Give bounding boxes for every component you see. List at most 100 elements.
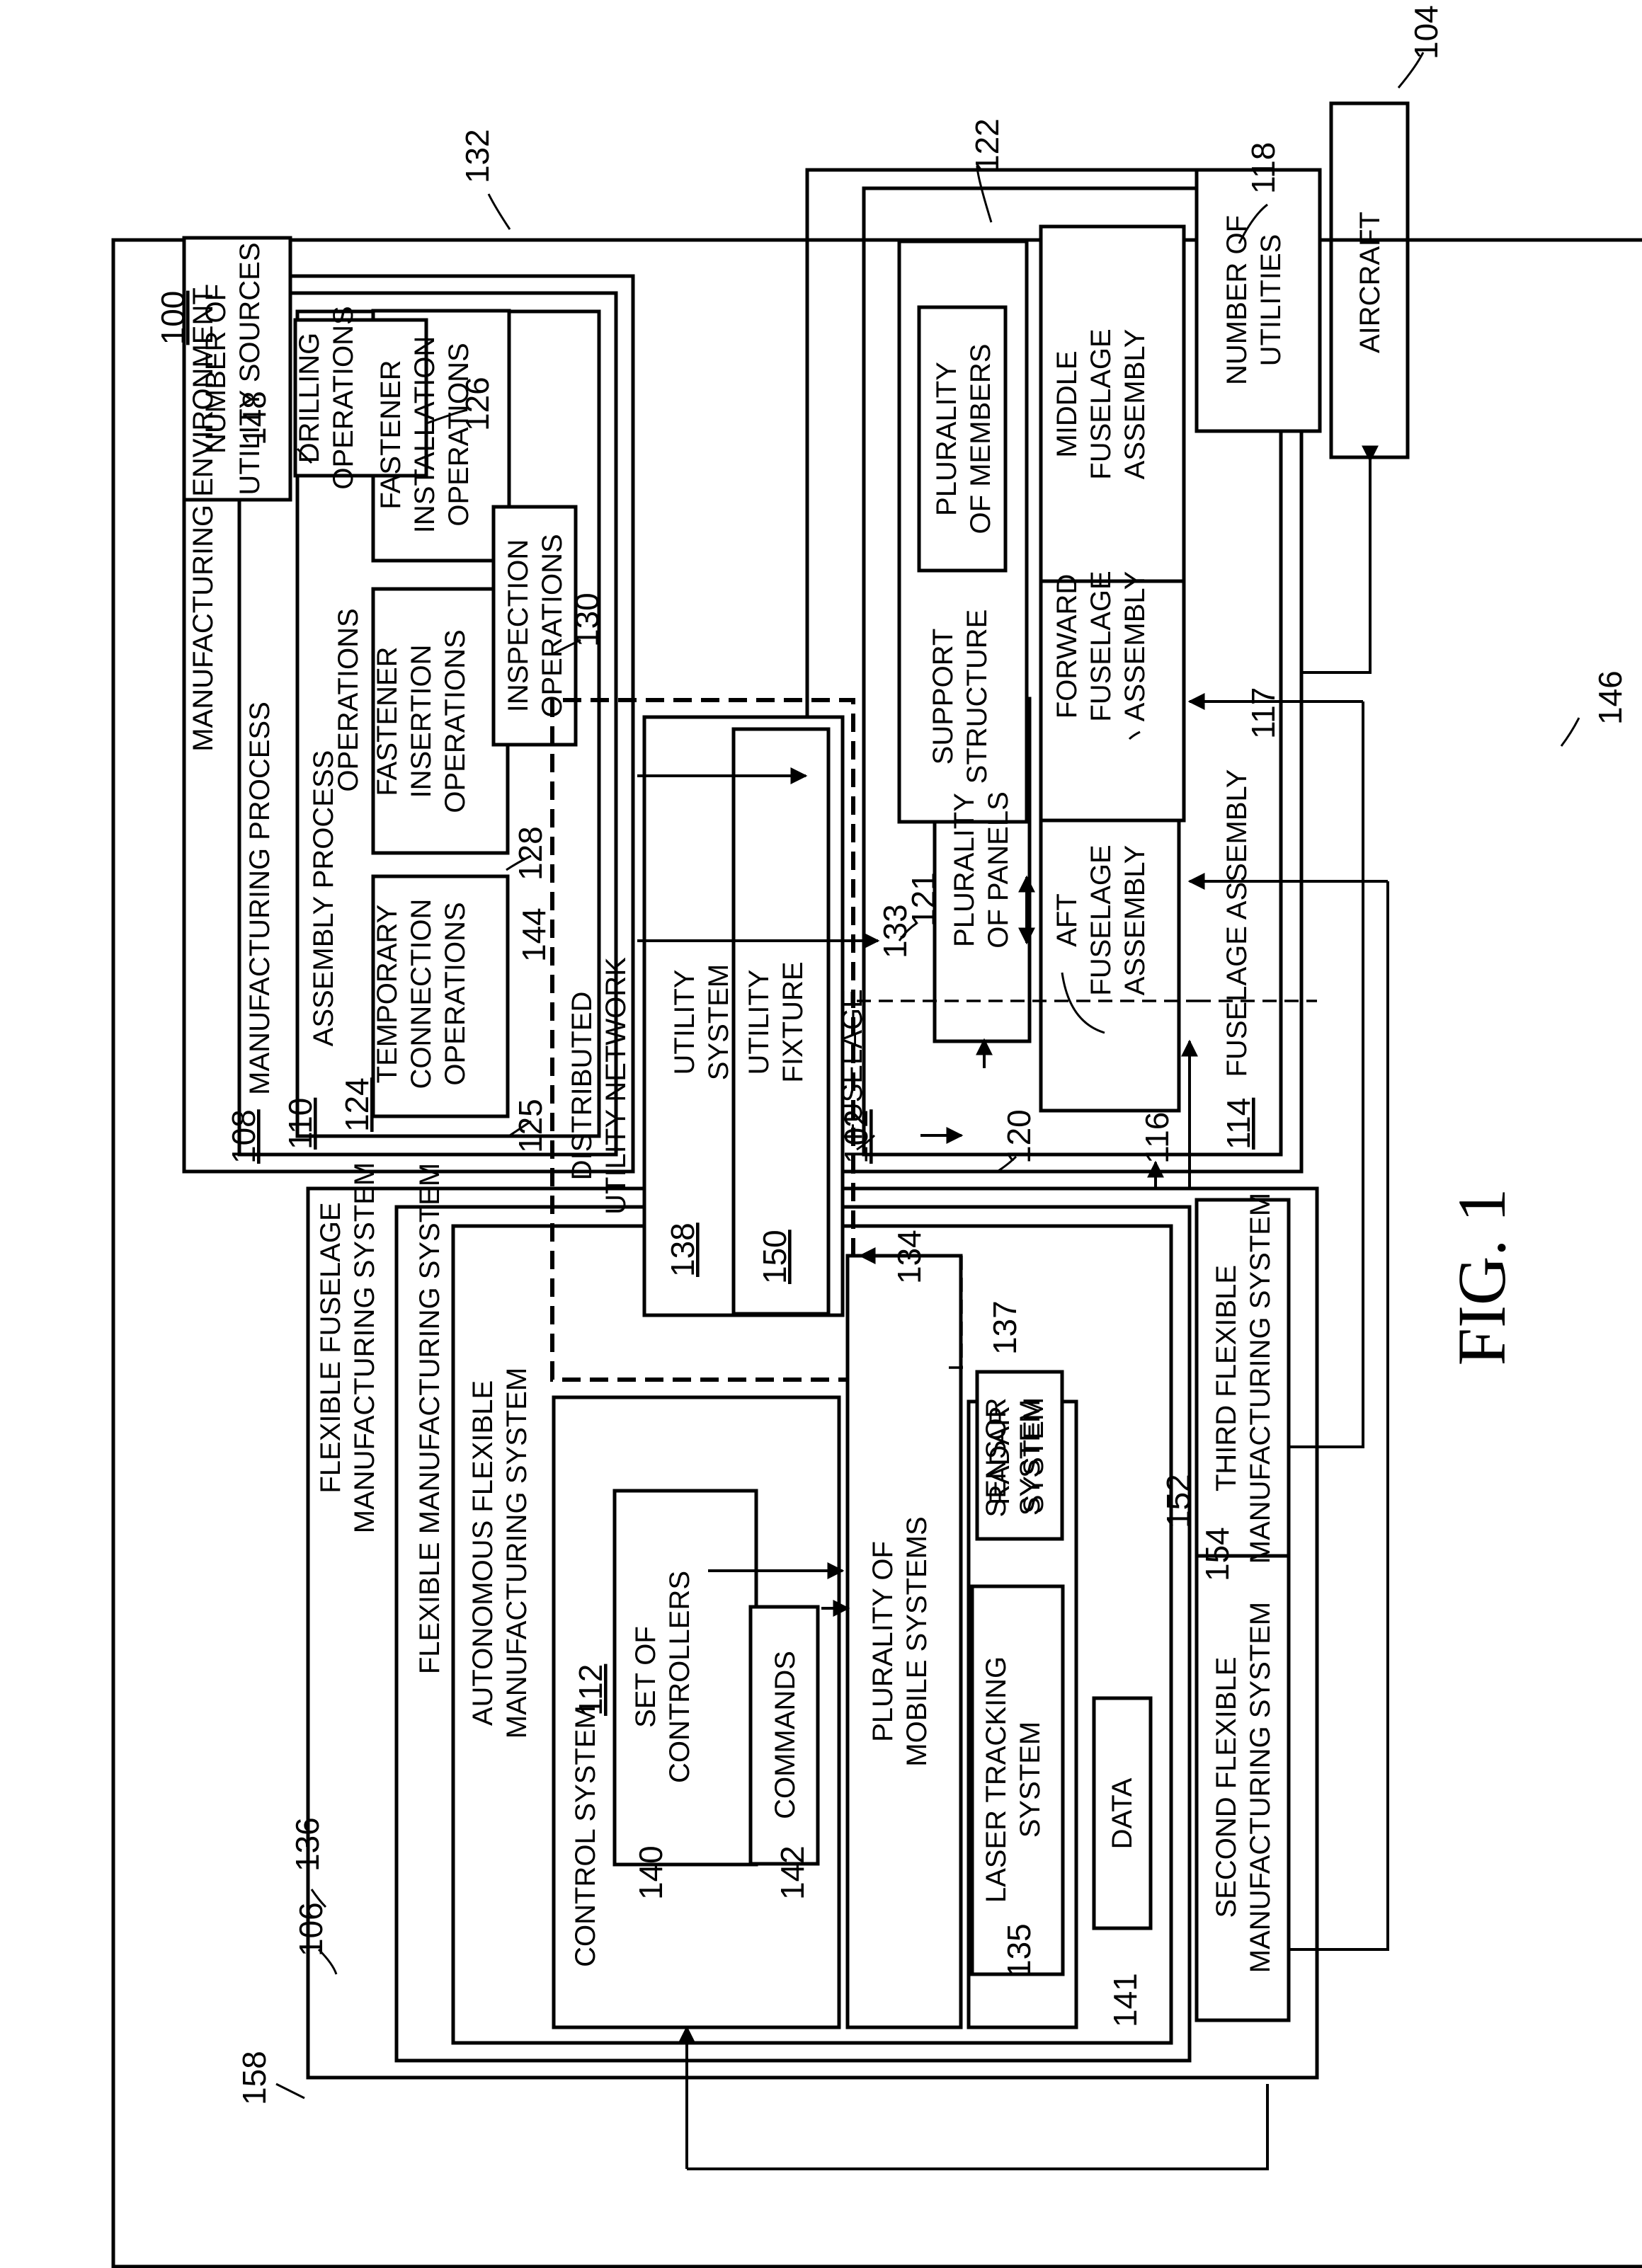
support-line-2: STRUCTURE [962, 609, 993, 784]
forward-line-3: ASSEMBLY [1119, 571, 1151, 722]
utility-system-line-2: SYSTEM [703, 964, 734, 1080]
installation-line-3: OPERATIONS [443, 343, 474, 526]
forward-number: 117 [1245, 687, 1282, 739]
laser-line-1: LASER TRACKING [981, 1656, 1012, 1903]
middle-number: 118 [1245, 142, 1282, 194]
fixture-number: 150 [756, 1230, 793, 1284]
operations-number: 124 [338, 1077, 375, 1132]
temporary-number: 125 [512, 1099, 549, 1153]
assembly-label: ASSEMBLY PROCESS [308, 750, 339, 1047]
controllers-line-1: SET OF [630, 1626, 661, 1728]
utilities-line-1: NUMBER OF [1221, 215, 1253, 385]
fixture-line-2: FIXTURE [777, 961, 809, 1082]
data-number: 141 [1107, 1973, 1144, 2027]
temporary-line-3: OPERATIONS [440, 902, 471, 1085]
fuselage-assembly-number: 114 [1220, 1098, 1257, 1150]
network-number: 144 [515, 907, 552, 962]
drilling-line-2: OPERATIONS [328, 306, 359, 489]
autonomous-line-1: AUTONOMOUS FLEXIBLE [467, 1380, 498, 1726]
second-number: 152 [1160, 1474, 1197, 1528]
process-label: MANUFACTURING PROCESS [244, 701, 275, 1095]
mobile-line-2: MOBILE SYSTEMS [901, 1516, 933, 1766]
leader-122 [977, 166, 991, 222]
fixture-line-1: UTILITY [743, 970, 775, 1075]
members-line-2: OF MEMBERS [965, 344, 996, 534]
middle-line-3: ASSEMBLY [1119, 329, 1151, 480]
autonomous-line-2: MANUFACTURING SYSTEM [501, 1368, 532, 1739]
laser-line-2: SYSTEM [1015, 1722, 1046, 1838]
network-line-1: DISTRIBUTED [566, 992, 598, 1181]
aft-line-1: AFT [1051, 893, 1083, 947]
installation-line-2: INSTALLATION [409, 336, 440, 534]
fuselage-to-aircraft-line [1301, 457, 1370, 672]
members-number: 122 [969, 118, 1005, 173]
utility-system-line-1: UTILITY [669, 970, 700, 1075]
leader-132 [489, 194, 510, 229]
controllers-number: 140 [632, 1845, 669, 1900]
aft-line-2: FUSELAGE [1085, 844, 1117, 995]
env-number: 100 [154, 291, 191, 345]
mobile-line-1: PLURALITY OF [867, 1541, 899, 1742]
second-system-link [1290, 881, 1388, 1949]
middle-line-1: MIDDLE [1051, 350, 1083, 457]
commands-label: COMMANDS [770, 1651, 801, 1819]
support-line-1: SUPPORT [928, 629, 959, 765]
inspection-number: 132 [459, 129, 496, 183]
inspection-line-2: OPERATIONS [537, 534, 568, 717]
aircraft-label: AIRCRAFT [1355, 212, 1386, 353]
fuselage-label: FUSELAGE [837, 989, 868, 1140]
leader-158 [276, 2084, 304, 2098]
ffms-line-2: MANUFACTURING SYSTEM [349, 1162, 380, 1533]
radar-line-2: SYSTEM [1018, 1397, 1049, 1513]
insertion-number: 128 [512, 826, 549, 881]
utilities-number: 146 [1592, 670, 1629, 725]
utility-system-number: 138 [664, 1222, 701, 1277]
temporary-line-1: TEMPORARY [372, 905, 403, 1084]
operations-label: OPERATIONS [333, 608, 364, 791]
installation-number: 130 [569, 592, 605, 647]
third-line-2: MANUFACTURING SYSTEM [1245, 1193, 1276, 1564]
third-number: 154 [1199, 1527, 1236, 1581]
panels-line-2: OF PANELS [983, 791, 1014, 949]
commands-number: 142 [774, 1845, 811, 1900]
data-label: DATA [1107, 1777, 1138, 1849]
aircraft-number: 104 [1408, 5, 1444, 59]
insertion-line-3: OPERATIONS [440, 629, 471, 813]
third-line-1: THIRD FLEXIBLE [1211, 1265, 1242, 1491]
assembly-number: 110 [282, 1098, 319, 1150]
panels-line-1: PLURALITY [949, 793, 980, 947]
mobile-number: 134 [891, 1230, 928, 1284]
forward-line-1: FORWARD [1051, 574, 1083, 718]
insertion-line-1: FASTENER [372, 646, 403, 796]
process-number: 108 [225, 1109, 262, 1164]
panels-number: 120 [1000, 1109, 1037, 1164]
network-line-2: UTILITY NETWORK [600, 957, 632, 1215]
utilities-line-2: UTILITIES [1255, 234, 1287, 367]
controllers-line-2: CONTROLLERS [664, 1571, 695, 1783]
ffms-line-1: FLEXIBLE FUSELAGE [315, 1202, 346, 1493]
sources-line-2: UTILITY SOURCES [234, 242, 266, 495]
laser-number: 135 [1000, 1923, 1037, 1978]
radar-line-1: RADAR [984, 1406, 1015, 1505]
data-feedback-line [1154, 2084, 1267, 2169]
control-label: CONTROL SYSTEM [570, 1705, 601, 1967]
autonomous-number: 136 [289, 1817, 326, 1872]
drilling-line-1: DRILLING [294, 333, 325, 464]
fms-label: FLEXIBLE MANUFACTURING SYSTEM [414, 1163, 445, 1674]
middle-line-2: FUSELAGE [1085, 328, 1117, 479]
members-line-1: PLURALITY [931, 362, 962, 516]
aft-line-3: ASSEMBLY [1119, 845, 1151, 996]
sources-line-1: NUMBER OF [200, 284, 232, 454]
fms-number: 106 [292, 1902, 329, 1957]
second-line-2: MANUFACTURING SYSTEM [1245, 1602, 1276, 1973]
figure-label: FIG. 1 [1444, 1189, 1520, 1366]
installation-line-1: FASTENER [375, 360, 406, 509]
radar-number: 137 [986, 1300, 1023, 1355]
forward-line-2: FUSELAGE [1085, 571, 1117, 721]
temporary-line-2: CONNECTION [406, 899, 437, 1089]
ffms-number: 158 [236, 2051, 273, 2105]
sources-number: 148 [236, 391, 273, 445]
